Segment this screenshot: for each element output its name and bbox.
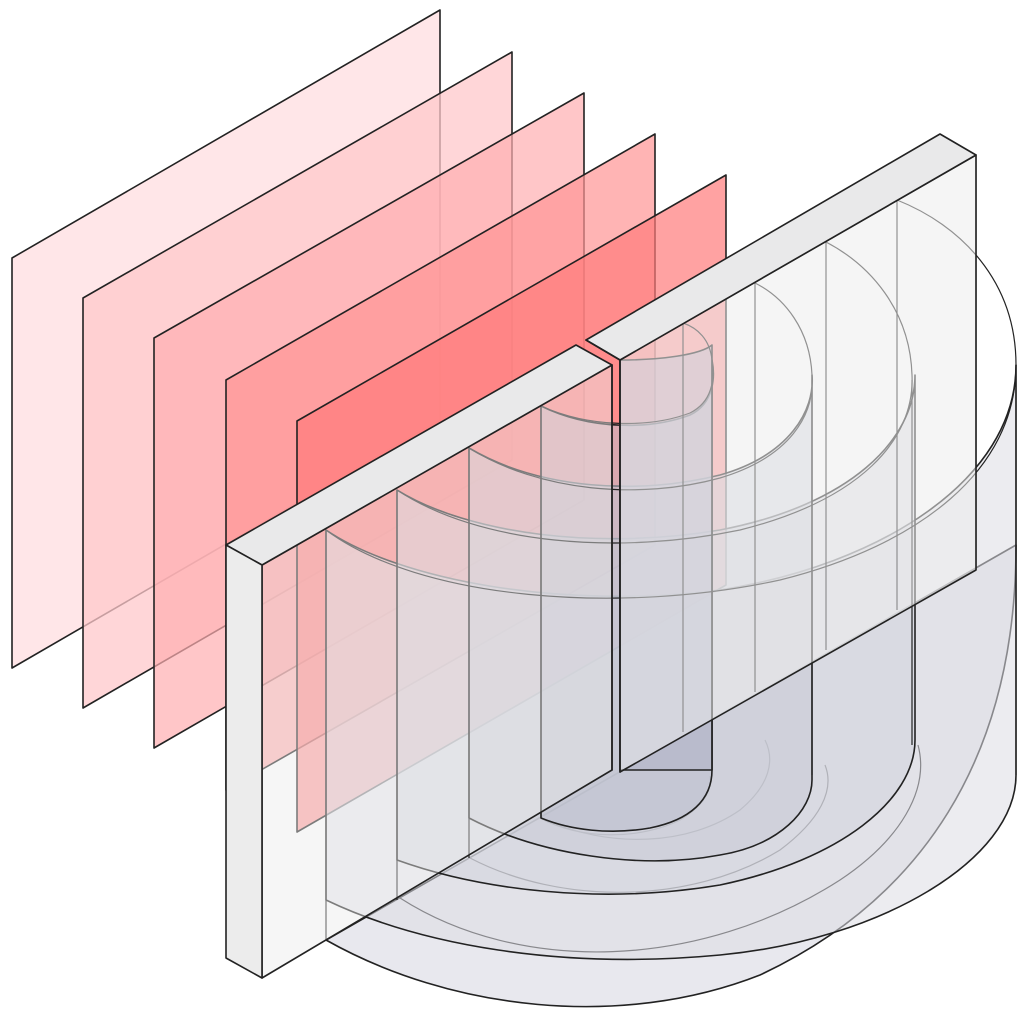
slit-barrier (225, 133, 977, 979)
barrier-left-side (225, 544, 263, 979)
